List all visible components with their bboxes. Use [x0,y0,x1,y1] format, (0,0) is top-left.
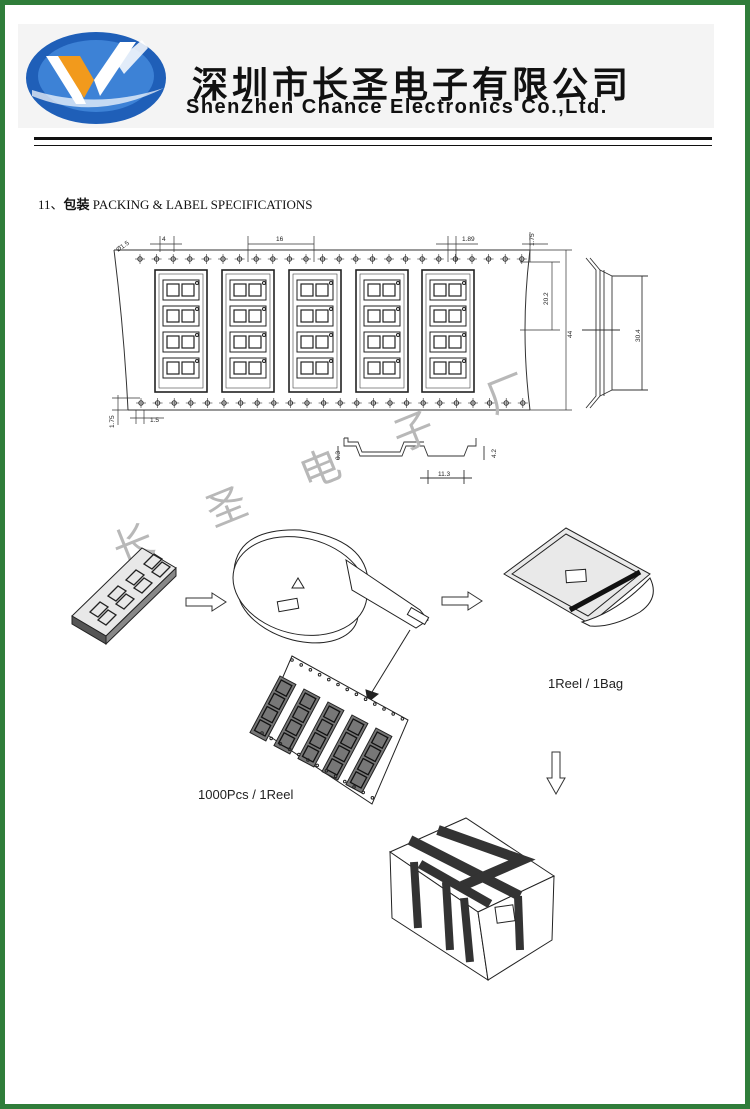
display-digit-pair [296,357,334,379]
strip-sprocket-hole [345,687,350,692]
display-digit-pair [429,305,467,327]
antistatic-bag-illustration [503,527,654,627]
strip-sprocket-hole [299,663,304,667]
strip-display-module [297,701,345,768]
strip-sprocket-hole [324,769,329,773]
flow-arrow-2 [441,591,483,611]
display-digit-pair [429,331,467,353]
section-title-en: PACKING & LABEL SPECIFICATIONS [89,197,313,212]
tape-pocket [154,269,208,393]
strip-sprocket-hole [352,785,356,789]
strip-sprocket-hole [361,790,366,795]
company-name-en: ShenZhen Chance Electronics Co.,Ltd. [186,96,608,118]
strip-sprocket-hole [363,697,368,702]
carton-box-illustration [388,817,556,982]
strip-sprocket-hole [317,672,322,677]
display-digit-pair [429,357,467,379]
display-digit-pair [229,357,267,379]
strip-sprocket-hole [391,712,396,716]
header-rule-thin [34,145,712,146]
display-digit-pair [363,331,401,353]
reel-quantity-label: 1000Pcs / 1Reel [198,787,294,802]
strip-sprocket-hole [354,692,359,697]
strip-sprocket-hole [336,682,340,687]
dim-20-2: 20.2 [543,292,550,305]
display-digit-pair [296,279,334,301]
dim-1-75-top: 1.75 [529,233,536,246]
display-digit-pair [363,279,401,301]
section-number: 11、 [38,197,64,212]
strip-sprocket-hole [327,677,331,682]
dim-30-4: 30.4 [635,329,642,342]
display-digit-pair [429,279,467,301]
strip-sprocket-hole [370,796,375,800]
dim-thickness-0-3: 0.3 [335,451,342,460]
strip-sprocket-hole [343,779,347,784]
strip-sprocket-hole [308,668,313,672]
display-digit-pair [296,305,334,327]
dim-hole-dia: Ø1.5 [115,240,131,254]
strip-sprocket-hole [306,758,310,762]
strip-sprocket-hole [382,707,386,711]
tape-pocket [288,269,342,393]
display-digit-pair [162,305,200,327]
tape-pocket [221,269,275,393]
dim-pitch-16: 16 [276,236,284,243]
display-digit-pair [229,331,267,353]
display-module-illustration [71,547,177,646]
strip-sprocket-hole [333,774,338,779]
display-digit-pair [162,279,200,301]
strip-sprocket-hole [269,736,274,741]
flow-arrow-down [546,751,566,796]
display-digit-pair [229,279,267,301]
tape-strip-illustration [249,655,409,805]
tape-side-profile [582,257,648,409]
strip-display-module [249,675,297,742]
dim-1-5: 1.5 [150,417,159,424]
display-digit-pair [229,305,267,327]
strip-display-module [273,688,321,755]
display-digit-pair [363,357,401,379]
display-digit-pair [162,357,200,379]
company-logo [26,32,166,124]
pocket-cross-section [337,437,485,484]
header-rule-thick [34,137,712,140]
tape-pocket [421,269,475,393]
dim-1-75-bottom: 1.75 [109,415,116,428]
strip-sprocket-hole [260,731,264,735]
display-digit-pair [296,331,334,353]
strip-sprocket-hole [373,702,377,706]
section-title-cn: 包装 [63,198,90,213]
display-digit-pair [162,331,200,353]
display-digit-pair [363,305,401,327]
strip-sprocket-hole [315,763,320,768]
reel-illustration [232,529,430,703]
strip-sprocket-hole [400,717,405,721]
strip-sprocket-hole [278,742,283,746]
strip-sprocket-hole [290,658,294,662]
dim-1-89: 1.89 [462,236,475,243]
dim-pocket-11-3: 11.3 [438,471,451,478]
strip-sprocket-hole [287,747,292,752]
dim-depth-4-2: 4.2 [491,449,498,458]
flow-arrow-1 [185,592,227,612]
strip-display-module [321,714,369,781]
dim-pitch-4: 4 [162,236,166,243]
tape-pocket [355,269,409,393]
company-name-cn: 深圳市长圣电子有限公司 [192,65,633,106]
tape-dimension-lines [112,232,572,425]
dim-width-44: 44 [567,330,574,338]
carrier-tape [113,249,531,411]
strip-sprocket-hole [297,752,301,757]
bag-quantity-label: 1Reel / 1Bag [548,676,624,691]
section-title: 11、包装 PACKING & LABEL SPECIFICATIONS [38,194,313,213]
